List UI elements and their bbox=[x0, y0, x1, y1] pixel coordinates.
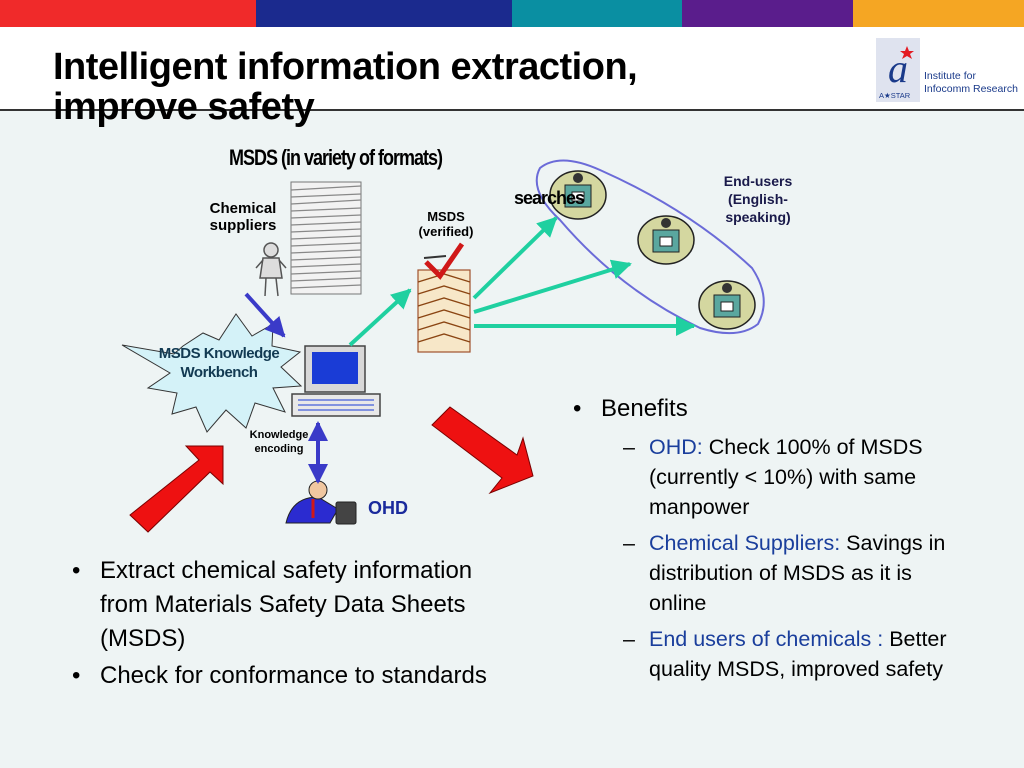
color-bar-purple bbox=[682, 0, 853, 27]
msds-verified-label: MSDS (verified) bbox=[418, 209, 474, 239]
logo-line-2: Infocomm Research bbox=[924, 83, 1018, 95]
ohd-label: OHD bbox=[368, 498, 408, 518]
knowledge-encoding-label: Knowledge encoding bbox=[249, 429, 309, 455]
verified-msds-icon bbox=[417, 242, 471, 353]
arrow-to-user-1 bbox=[472, 216, 558, 300]
logo-line-1: Institute for bbox=[924, 70, 976, 82]
benefit-ohd-text: Check 100% of MSDS (currently < 10%) wit… bbox=[649, 435, 923, 519]
arrow-supplier-to-workbench bbox=[244, 292, 286, 338]
logo-text: Institute for Infocomm Research bbox=[924, 70, 1018, 96]
msds-formats-label: MSDS (in variety of formats) bbox=[229, 145, 443, 170]
red-arrow-right bbox=[431, 406, 534, 495]
top-color-bar bbox=[0, 0, 1024, 27]
end-users-group-outline bbox=[535, 159, 765, 335]
msds-document-stack-icon bbox=[290, 181, 362, 295]
end-user-icon-2 bbox=[637, 215, 695, 265]
logo-footer: A★STAR bbox=[879, 91, 911, 100]
msds-flow-diagram bbox=[121, 159, 765, 533]
benefits-heading: Benefits bbox=[563, 392, 963, 426]
right-bullet-list: Benefits OHD: Check 100% of MSDS (curren… bbox=[563, 392, 963, 684]
benefit-end-users-text: Better quality MSDS, improved safety bbox=[649, 627, 947, 681]
astar-logo-icon: a A★STAR bbox=[876, 38, 920, 102]
benefit-ohd-label: OHD: bbox=[649, 435, 703, 459]
left-bullet-list: Extract chemical safety information from… bbox=[62, 554, 522, 693]
ohd-person-icon bbox=[285, 480, 357, 525]
arrow-to-user-2 bbox=[473, 259, 632, 314]
benefit-end-users: End users of chemicals : Better quality … bbox=[611, 624, 963, 684]
title-line-2: improve safety bbox=[53, 86, 315, 128]
end-user-icon-3 bbox=[698, 280, 756, 330]
benefit-suppliers: Chemical Suppliers: Savings in distribut… bbox=[611, 528, 963, 618]
color-bar-red bbox=[0, 0, 256, 27]
benefit-suppliers-label: Chemical Suppliers: bbox=[649, 531, 841, 555]
slide-title: Intelligent information extraction, impr… bbox=[53, 46, 638, 128]
benefit-ohd: OHD: Check 100% of MSDS (currently < 10%… bbox=[611, 432, 963, 522]
chemical-suppliers-label: Chemical suppliers bbox=[209, 200, 277, 234]
color-bar-orange bbox=[853, 0, 1024, 27]
color-bar-teal bbox=[512, 0, 682, 27]
benefit-end-users-label: End users of chemicals : bbox=[649, 627, 884, 651]
workbench-label: MSDS Knowledge Workbench bbox=[158, 345, 280, 381]
end-user-icon-1 bbox=[549, 170, 607, 220]
color-bar-navy bbox=[256, 0, 512, 27]
left-bullet-1: Extract chemical safety information from… bbox=[62, 554, 522, 656]
red-arrow-left bbox=[129, 445, 224, 533]
benefit-suppliers-text: Savings in distribution of MSDS as it is… bbox=[649, 531, 946, 615]
left-bullet-2: Check for conformance to standards bbox=[62, 659, 522, 693]
slide-header: Intelligent information extraction, impr… bbox=[0, 27, 1024, 127]
supplier-person-icon bbox=[255, 242, 287, 297]
starburst-workbench-icon bbox=[121, 313, 303, 433]
end-users-label: End-users (English-speaking) bbox=[723, 173, 793, 225]
arrow-workbench-to-verified bbox=[348, 288, 412, 347]
computer-icon bbox=[291, 345, 381, 417]
title-line-1: Intelligent information extraction, bbox=[53, 46, 638, 88]
searches-label: searches bbox=[514, 188, 585, 208]
